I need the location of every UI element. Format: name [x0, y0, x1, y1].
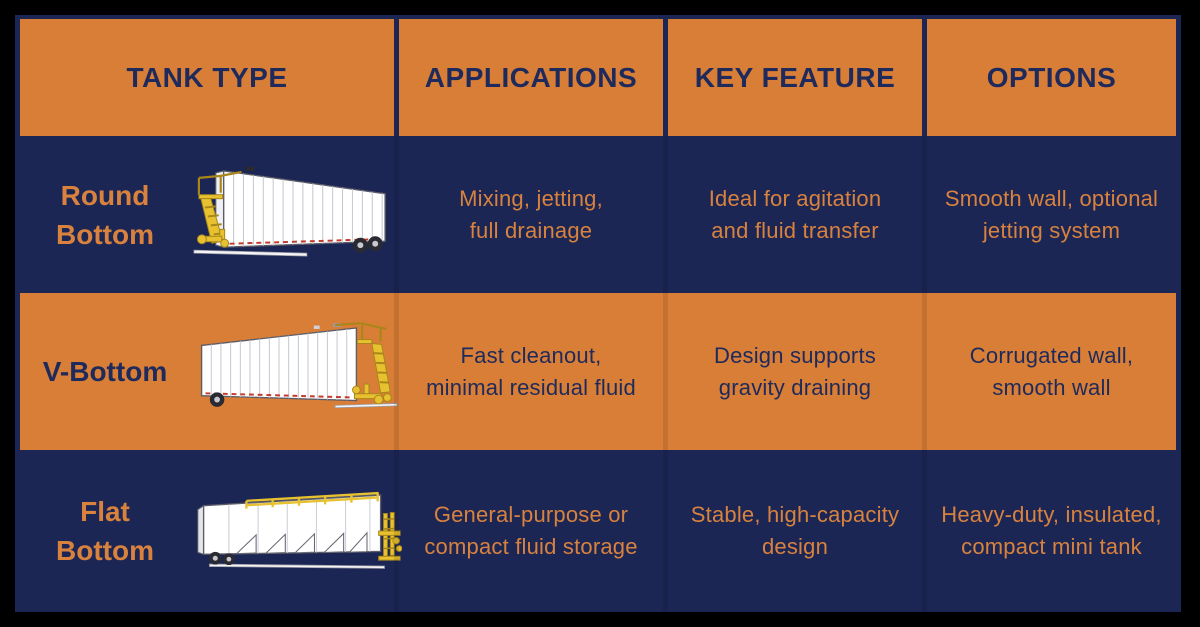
- applications-text: General-purpose or compact fluid storage: [424, 502, 638, 559]
- header-label-applications: APPLICATIONS: [424, 61, 638, 93]
- column-divider: [922, 450, 927, 612]
- table-row-v-bottom: V-Bottom: [20, 293, 1176, 450]
- applications-cell: Mixing, jetting, full drainage: [399, 136, 663, 293]
- column-divider: [663, 450, 668, 612]
- applications-cell: General-purpose or compact fluid storage: [399, 450, 663, 612]
- column-divider: [394, 293, 399, 450]
- options-cell: Smooth wall, optional jetting system: [927, 136, 1176, 293]
- header-label-options: OPTIONS: [986, 61, 1117, 93]
- tank-type-label: Round Bottom: [56, 179, 154, 250]
- column-divider: [922, 293, 927, 450]
- table-row-round-bottom: Round Bottom: [20, 136, 1176, 293]
- key-feature-cell: Stable, high-capacity design: [668, 450, 922, 612]
- key-feature-cell: Design supports gravity draining: [668, 293, 922, 450]
- header-label-key-feature: KEY FEATURE: [694, 61, 896, 93]
- applications-cell: Fast cleanout, minimal residual fluid: [399, 293, 663, 450]
- header-cell-tank-type: TANK TYPE: [20, 19, 394, 136]
- options-cell: Heavy-duty, insulated, compact mini tank: [927, 450, 1176, 612]
- header-cell-options: OPTIONS: [927, 19, 1176, 136]
- tank-type-cell-flat-bottom: Flat Bottom: [20, 450, 402, 612]
- round-bottom-tank-image: [190, 158, 398, 272]
- key-feature-text: Ideal for agitation and fluid transfer: [708, 185, 882, 243]
- table-header-row: TANK TYPE APPLICATIONS KEY FEATURE OPTIO…: [20, 19, 1176, 136]
- column-divider: [922, 136, 927, 293]
- table-row-flat-bottom: Flat Bottom: [20, 450, 1176, 612]
- applications-text: Fast cleanout, minimal residual fluid: [426, 342, 636, 400]
- tank-type-cell-v-bottom: V-Bottom: [20, 293, 398, 450]
- v-bottom-tank-image: [190, 315, 398, 429]
- options-cell: Corrugated wall, smooth wall: [927, 293, 1176, 450]
- key-feature-cell: Ideal for agitation and fluid transfer: [668, 136, 922, 293]
- column-divider: [663, 293, 668, 450]
- options-text: Heavy-duty, insulated, compact mini tank: [941, 502, 1162, 559]
- options-text: Smooth wall, optional jetting system: [944, 185, 1159, 243]
- column-divider: [394, 136, 399, 293]
- key-feature-text: Design supports gravity draining: [714, 342, 876, 400]
- header-cell-applications: APPLICATIONS: [399, 19, 663, 136]
- tank-comparison-table: TANK TYPE APPLICATIONS KEY FEATURE OPTIO…: [15, 15, 1181, 612]
- applications-text: Mixing, jetting, full drainage: [459, 185, 603, 243]
- column-divider: [663, 136, 668, 293]
- header-cell-key-feature: KEY FEATURE: [668, 19, 922, 136]
- column-divider: [394, 450, 399, 612]
- flat-bottom-tank-image: [190, 476, 402, 586]
- key-feature-text: Stable, high-capacity design: [690, 502, 900, 559]
- options-text: Corrugated wall, smooth wall: [969, 342, 1134, 400]
- tank-type-label: Flat Bottom: [56, 496, 154, 566]
- header-label-tank-type: TANK TYPE: [126, 61, 288, 93]
- tank-type-cell-round-bottom: Round Bottom: [20, 136, 394, 293]
- tank-type-label: V-Bottom: [42, 356, 168, 387]
